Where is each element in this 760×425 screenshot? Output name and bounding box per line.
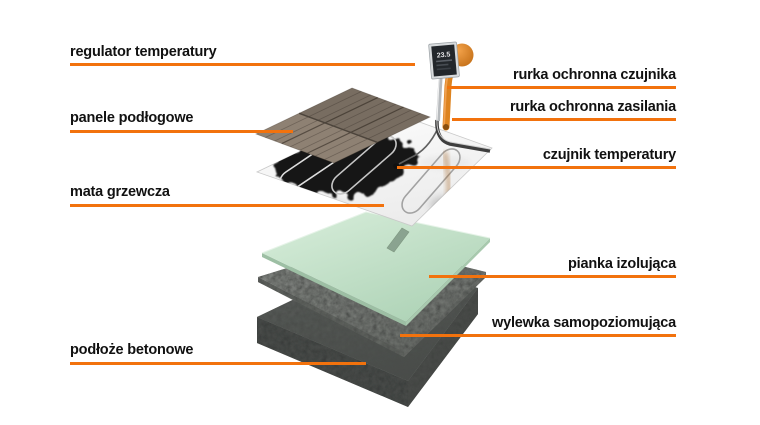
floor-panels-layer [256, 88, 430, 163]
label-regulator-temperatury: regulator temperatury [70, 44, 217, 60]
label-czujnik-temperatury: czujnik temperatury [542, 147, 676, 163]
label-pianka-izolujaca: pianka izolująca [567, 256, 676, 272]
leader-line-wylewka [400, 334, 676, 337]
leader-line-regulator [70, 63, 415, 66]
label-rurka-ochronna-zasilania: rurka ochronna zasilania [509, 99, 676, 115]
leader-line-podloze [70, 362, 366, 365]
label-wylewka-samopoziomujaca: wylewka samopoziomująca [492, 315, 676, 331]
thermostat-panel: 23.5 [428, 41, 460, 80]
label-rurka-ochronna-czujnika: rurka ochronna czujnika [513, 67, 676, 83]
leader-line-panele [70, 130, 293, 133]
leader-line-czujnik [397, 166, 676, 169]
foam-sensor-groove [386, 227, 410, 253]
label-podloze-betonowe: podłoże betonowe [70, 342, 194, 358]
label-panele-podlogowe: panele podłogowe [70, 110, 194, 126]
label-mata-grzewcza: mata grzewcza [70, 184, 170, 200]
insulating-foam-layer [261, 211, 491, 326]
leader-line-rurka-czujnika [447, 86, 676, 89]
heating-cable-loop [398, 145, 465, 218]
thermostat-assembly: 23.5 [428, 41, 474, 131]
leader-line-mata [70, 204, 384, 207]
sensor-wire [398, 127, 439, 165]
heated-area-visualization [272, 130, 421, 197]
leader-line-rurka-zasilania [452, 118, 676, 121]
thermostat-display-value: 23.5 [437, 51, 451, 59]
heating-cable-loop [328, 132, 401, 199]
leader-line-pianka [429, 275, 676, 278]
